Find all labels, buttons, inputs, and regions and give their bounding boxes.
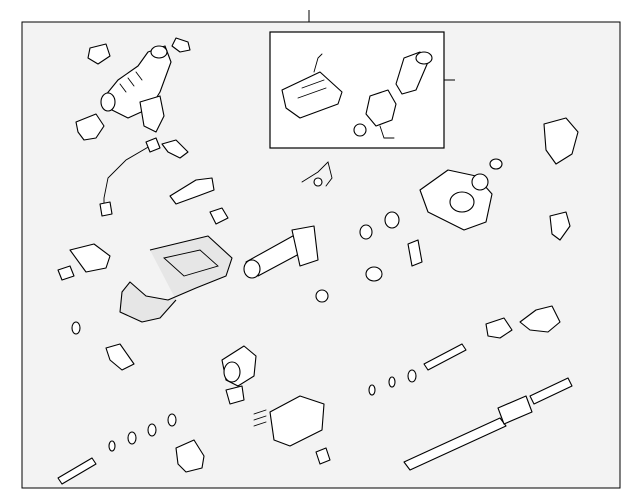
upper-column-housing-icon [75, 45, 172, 141]
mount-bracket-icon-lower [105, 343, 135, 371]
pivot-pin-icon [57, 457, 97, 485]
lower-bearing-icon [269, 395, 325, 447]
tilt-lever-icon [169, 177, 215, 205]
key-cylinder-icon [395, 51, 433, 95]
retainer-clip-icon [543, 117, 579, 165]
sensor-icon [175, 439, 331, 473]
spring-icon [253, 409, 267, 427]
tilt-head-housing-icon [419, 158, 503, 231]
release-lever-icon [161, 139, 189, 159]
shift-cable-icon [99, 137, 161, 217]
wire-clip-icon [171, 37, 191, 53]
lower-column-bracket-icon [57, 235, 233, 323]
support-bracket-icon [221, 345, 257, 405]
ignition-lock-cylinder-icon [281, 53, 343, 119]
cam-plate-icon [549, 211, 571, 241]
washer-icon [71, 321, 417, 452]
shift-shaft-icon [423, 305, 561, 371]
steering-shaft-icon [403, 377, 573, 471]
bushing-icon [315, 211, 423, 303]
mount-bracket-icon [87, 43, 111, 65]
harness-connector-icon [301, 161, 333, 187]
retainer-clip-icon-small [209, 207, 229, 225]
jacket-tube-icon [243, 225, 319, 279]
ignition-switch-icon [353, 89, 397, 139]
